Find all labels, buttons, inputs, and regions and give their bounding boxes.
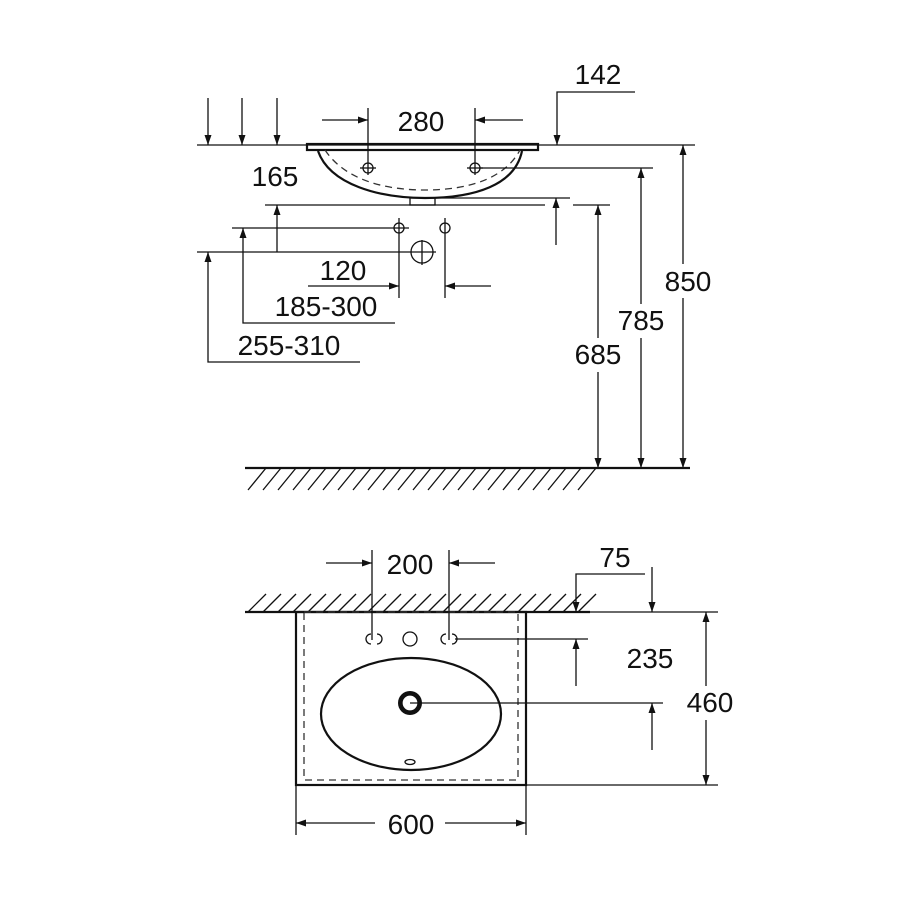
hatch-line <box>532 593 552 613</box>
hatch-line <box>247 593 267 613</box>
floor-hatching <box>247 467 597 491</box>
dim-200-label: 200 <box>387 549 434 580</box>
hatch-line <box>322 467 342 491</box>
dim-280-label: 280 <box>398 106 445 137</box>
hatch-line <box>412 467 432 491</box>
dim-120-label: 120 <box>320 255 367 286</box>
hatch-line <box>562 467 582 491</box>
hatch-line <box>517 467 537 491</box>
wall-hatching <box>247 593 597 613</box>
hatch-line <box>382 467 402 491</box>
overflow <box>404 758 416 766</box>
hatch-line <box>352 593 372 613</box>
bowl-outline <box>319 656 503 772</box>
basin-outline <box>294 610 528 787</box>
hatch-line <box>322 593 342 613</box>
hatch-line <box>397 593 417 613</box>
hatch-line <box>487 593 507 613</box>
dim-460-label: 460 <box>687 687 734 718</box>
load-arrows <box>204 98 281 145</box>
hatch-line <box>457 467 477 491</box>
dim-685-label: 685 <box>575 339 622 370</box>
hatch-line <box>262 467 282 491</box>
hatch-line <box>547 467 567 491</box>
hatch-line <box>412 593 432 613</box>
tap-hole <box>402 631 418 647</box>
top-view: 200 75 235 460 600 <box>245 542 734 840</box>
dim-142-label: 142 <box>575 59 622 90</box>
hatch-line <box>562 593 582 613</box>
hatch-line <box>472 467 492 491</box>
hatch-line <box>427 593 447 613</box>
dim-165-label: 165 <box>252 161 299 192</box>
hatch-line <box>517 593 537 613</box>
dim-235-label: 235 <box>627 643 674 674</box>
hatch-line <box>427 467 447 491</box>
hatch-line <box>352 467 372 491</box>
basin-section <box>305 142 540 206</box>
hatch-line <box>307 467 327 491</box>
dim-785-label: 785 <box>618 305 665 336</box>
hatch-line <box>367 467 387 491</box>
dim-75-label: 75 <box>599 542 630 573</box>
hatch-line <box>577 467 597 491</box>
hatch-line <box>292 467 312 491</box>
hatch-line <box>262 593 282 613</box>
optional-tap-hole <box>365 633 383 645</box>
dim-255-310-label: 255-310 <box>238 330 341 361</box>
hatch-line <box>337 593 357 613</box>
hatch-line <box>487 467 507 491</box>
hatch-line <box>307 593 327 613</box>
dim-600-label: 600 <box>388 809 435 840</box>
side-view: 142 280 165 120 185-300 255-310 <box>197 59 712 491</box>
hatch-line <box>547 593 567 613</box>
hatch-line <box>337 467 357 491</box>
hatch-line <box>382 593 402 613</box>
hatch-line <box>397 467 417 491</box>
hatch-line <box>442 467 462 491</box>
hatch-line <box>457 593 477 613</box>
dim-850-label: 850 <box>665 266 712 297</box>
dim-185-300-label: 185-300 <box>275 291 378 322</box>
hatch-line <box>502 593 522 613</box>
hatch-line <box>442 593 462 613</box>
hatch-line <box>292 593 312 613</box>
hatch-line <box>277 593 297 613</box>
hatch-line <box>247 467 267 491</box>
hatch-line <box>367 593 387 613</box>
hatch-line <box>277 467 297 491</box>
hatch-line <box>577 593 597 613</box>
hatch-line <box>532 467 552 491</box>
hatch-line <box>502 467 522 491</box>
hatch-line <box>472 593 492 613</box>
